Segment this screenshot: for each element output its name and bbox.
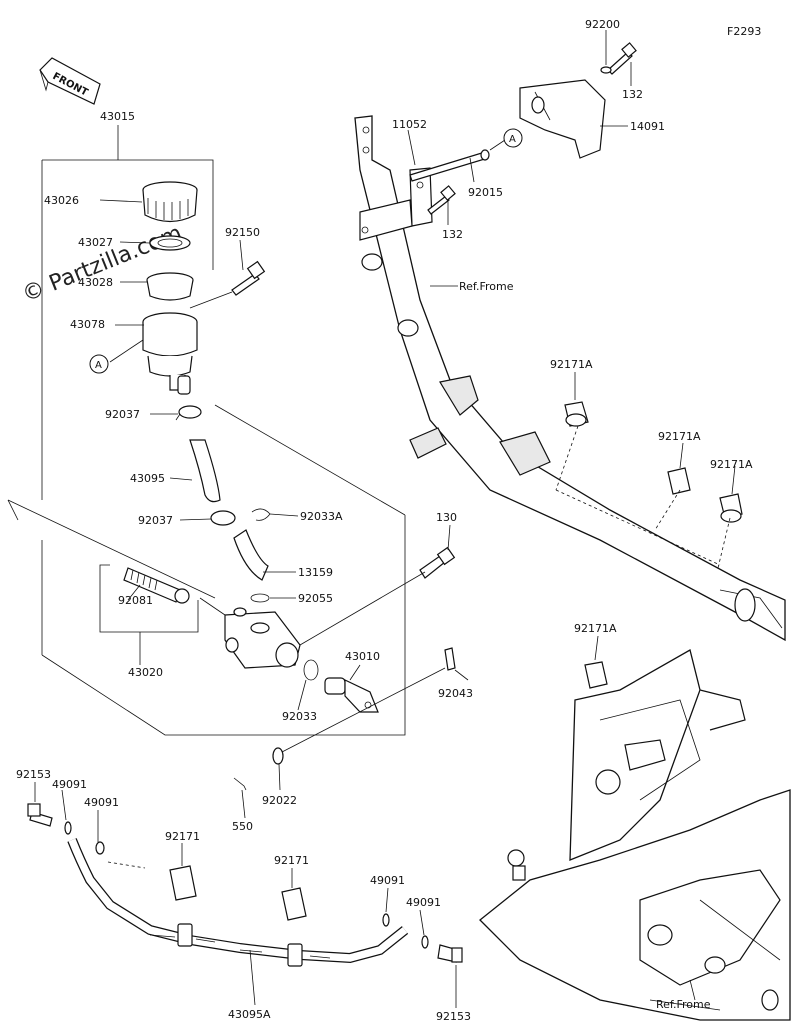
label-92171A-1: 92171A — [550, 358, 593, 371]
label-14091: 14091 — [630, 120, 665, 133]
label-92081: 92081 — [118, 594, 153, 607]
figure-code: F2293 — [727, 25, 761, 38]
circlip-92033 — [303, 659, 319, 681]
o-ring-92055 — [250, 593, 270, 603]
washer-49091-c — [382, 913, 390, 927]
label-ref-frame-2: Ref.Frome — [656, 998, 711, 1011]
label-92043: 92043 — [438, 687, 473, 700]
label-550: 550 — [232, 820, 253, 833]
label-92022: 92022 — [262, 794, 297, 807]
clamp-92171-left — [169, 865, 197, 901]
label-92033: 92033 — [282, 710, 317, 723]
banjo-bolt-92153-left — [27, 803, 53, 827]
label-92171-right: 92171 — [274, 854, 309, 867]
label-11052: 11052 — [392, 118, 427, 131]
leader-ref-frame-2 — [689, 979, 696, 1001]
label-43027: 43027 — [78, 236, 113, 249]
label-92153-right: 92153 — [436, 1010, 471, 1023]
bolt-92200 — [600, 42, 637, 75]
diaphragm — [149, 235, 191, 251]
cotter-pin-550 — [233, 777, 247, 791]
washer-92022 — [272, 747, 284, 765]
bolt-130 — [419, 546, 456, 579]
label-92171A-2: 92171A — [658, 430, 701, 443]
clip-92171a-4 — [584, 661, 608, 689]
clip-92171a-2 — [667, 467, 691, 495]
brake-hose-43095a — [67, 838, 409, 967]
leader-lines-mc — [99, 125, 469, 791]
label-49091-c: 49091 — [370, 874, 405, 887]
group-outline-43020 — [99, 564, 199, 633]
frame-lower-assembly — [479, 649, 791, 1021]
leader-lines-hose — [34, 782, 457, 1008]
hose-clamp-lower — [210, 510, 236, 526]
label-43095A: 43095A — [228, 1008, 271, 1021]
label-13159: 13159 — [298, 566, 333, 579]
label-92171-left: 92171 — [165, 830, 200, 843]
label-43028: 43028 — [78, 276, 113, 289]
label-43010: 43010 — [345, 650, 380, 663]
label-ref-frame-1: Ref.Frome — [459, 280, 514, 293]
cover-14091 — [519, 79, 606, 159]
label-92037-upper: 92037 — [105, 408, 140, 421]
washer-49091-a — [64, 821, 72, 835]
circlip-92033a — [251, 508, 271, 521]
hose-fitting — [233, 529, 269, 581]
label-92015: 92015 — [468, 186, 503, 199]
reservoir-body — [142, 312, 198, 395]
callout-a-left-text: A — [95, 360, 102, 371]
banjo-bolt-92153-right — [437, 944, 463, 963]
label-43020: 43020 — [128, 666, 163, 679]
label-132-lower: 132 — [442, 228, 463, 241]
clip-92171a-1 — [564, 401, 589, 427]
frame-tube-upper — [354, 115, 786, 642]
diaphragm-plate — [146, 272, 194, 301]
clevis-43010 — [324, 677, 379, 713]
group-outline-43015 — [41, 159, 406, 736]
master-cylinder-body — [224, 607, 301, 669]
label-43015: 43015 — [100, 110, 135, 123]
reservoir-cap — [142, 181, 198, 223]
label-92171A-3: 92171A — [710, 458, 753, 471]
label-49091-a: 49091 — [52, 778, 87, 791]
spacer-92015 — [409, 149, 490, 182]
front-arrow-icon: FRONT — [39, 57, 101, 105]
label-92150: 92150 — [225, 226, 260, 239]
clamp-92171-right — [281, 887, 307, 921]
label-132-upper: 132 — [622, 88, 643, 101]
label-130: 130 — [436, 511, 457, 524]
reservoir-hose — [189, 439, 221, 503]
label-43078: 43078 — [70, 318, 105, 331]
label-92033A: 92033A — [300, 510, 343, 523]
label-92200: 92200 — [585, 18, 620, 31]
label-92037-lower: 92037 — [138, 514, 173, 527]
label-43026: 43026 — [44, 194, 79, 207]
washer-49091-b — [95, 841, 105, 855]
hose-clamp-upper — [175, 405, 202, 421]
callout-a-right-text: A — [509, 134, 516, 145]
bolt-132-lower — [427, 185, 456, 215]
label-92153-left: 92153 — [16, 768, 51, 781]
label-43095: 43095 — [130, 472, 165, 485]
callout-a-right — [503, 128, 523, 148]
washer-49091-d — [421, 935, 429, 949]
bolt-92150 — [231, 260, 266, 296]
bracket-11052 — [359, 167, 433, 241]
part-labels: 43015 43026 43027 43028 43078 92150 9203… — [16, 18, 753, 1023]
push-rod — [123, 567, 190, 604]
leader-lines-frame — [407, 30, 736, 661]
pin-92043 — [444, 647, 456, 671]
label-49091-b: 49091 — [84, 796, 119, 809]
reference-line — [7, 499, 216, 599]
clip-92171a-3 — [719, 493, 743, 523]
label-92171A-4: 92171A — [574, 622, 617, 635]
label-49091-d: 49091 — [406, 896, 441, 909]
label-92055: 92055 — [298, 592, 333, 605]
callout-a-left — [89, 354, 109, 374]
